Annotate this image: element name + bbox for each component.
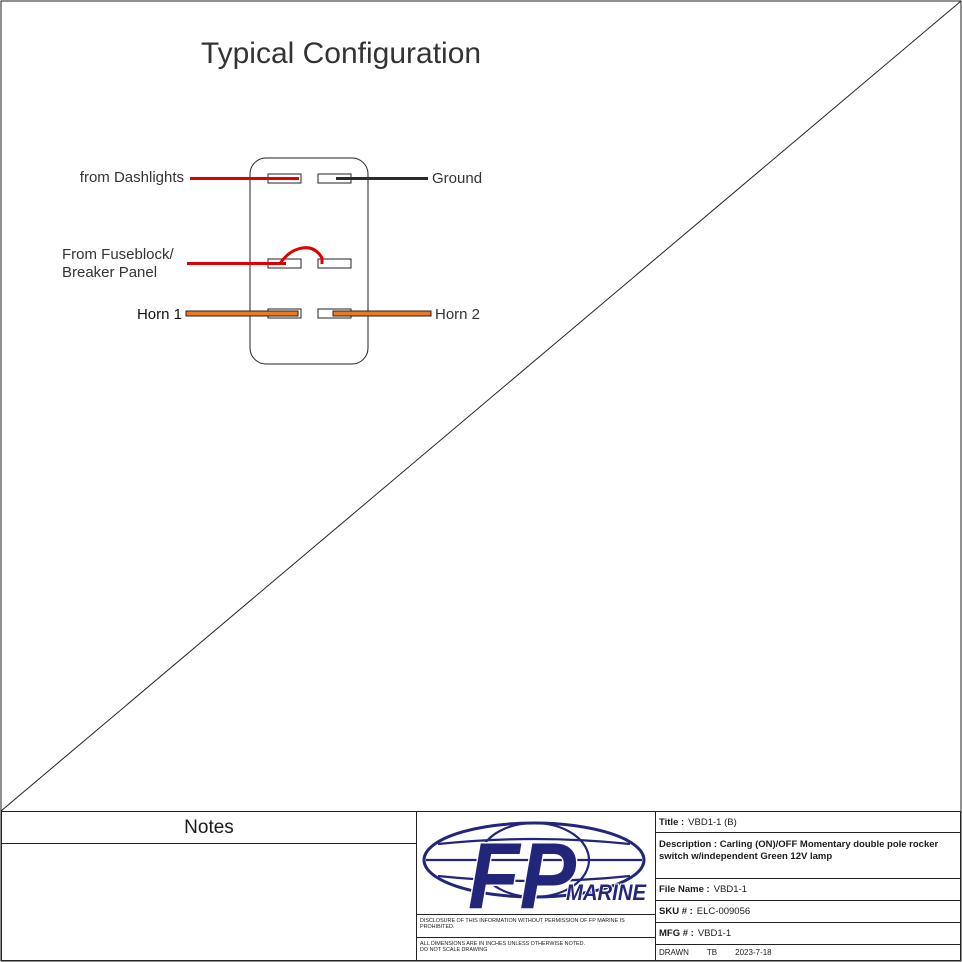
sku-value: ELC-009056: [696, 906, 751, 917]
logo-globe-lat-upper: [437, 837, 631, 846]
sku-row: SKU # : ELC-009056: [655, 900, 961, 923]
logo-marine-text: MARINE: [566, 880, 647, 905]
wire-horn1: [185, 310, 299, 317]
title-row: Title : VBD1-1 (B): [655, 811, 961, 833]
disclosure-note: DISCLOSURE OF THIS INFORMATION WITHOUT P…: [416, 914, 656, 938]
file-name-label: File Name :: [659, 884, 710, 895]
switch-body: [249, 157, 369, 365]
file-name-value: VBD1-1: [713, 884, 747, 895]
title-label: Title :: [659, 816, 685, 828]
mfg-value: VBD1-1: [697, 928, 732, 939]
title-value: VBD1-1 (B): [688, 816, 737, 828]
title-block: Notes FP MARINE DISCLOSURE OF THIS INFOR…: [1, 811, 961, 961]
description-row: Description : Carling (ON)/OFF Momentary…: [655, 832, 961, 879]
wire-horn2: [332, 310, 432, 317]
dimensions-note: ALL DIMENSIONS ARE IN INCHES UNLESS OTHE…: [416, 937, 656, 961]
dimensions-note-line2: DO NOT SCALE DRAWING: [420, 947, 488, 953]
label-fuseblock-line1: From Fuseblock/: [62, 246, 175, 263]
drawn-by: TB: [706, 948, 718, 957]
drawn-row: DRAWN TB 2023-7-18: [655, 944, 961, 961]
diagonal-line: [0, 0, 962, 812]
mfg-row: MFG # : VBD1-1: [655, 922, 961, 945]
drawn-date: 2023-7-18: [735, 948, 772, 957]
notes-area: [1, 843, 417, 961]
fp-marine-logo: FP MARINE: [422, 821, 648, 930]
diagram-title: Typical Configuration: [201, 37, 481, 70]
dimensions-note-line1: ALL DIMENSIONS ARE IN INCHES UNLESS OTHE…: [420, 941, 586, 947]
label-horn2: Horn 2: [435, 306, 480, 323]
description-label: Description :: [659, 839, 718, 850]
logo-fp-text: FP: [468, 823, 576, 916]
file-name-row: File Name : VBD1-1: [655, 878, 961, 901]
drawn-label: DRAWN: [659, 948, 689, 957]
terminal-mid-right: [317, 258, 352, 269]
notes-heading: Notes: [1, 811, 417, 844]
sku-label: SKU # :: [659, 906, 693, 917]
description-value: Carling (ON)/OFF Momentary double pole r…: [659, 839, 939, 862]
mfg-label: MFG # :: [659, 928, 694, 939]
company-logo-cell: FP MARINE: [416, 811, 656, 930]
label-horn1: Horn 1: [137, 306, 182, 323]
logo-globe-lat-lower: [437, 874, 631, 883]
label-from-dashlights: from Dashlights: [80, 169, 184, 186]
wire-jumper-arc: [278, 246, 324, 265]
label-fuseblock-line2: Breaker Panel: [62, 264, 157, 281]
label-ground: Ground: [432, 170, 482, 187]
